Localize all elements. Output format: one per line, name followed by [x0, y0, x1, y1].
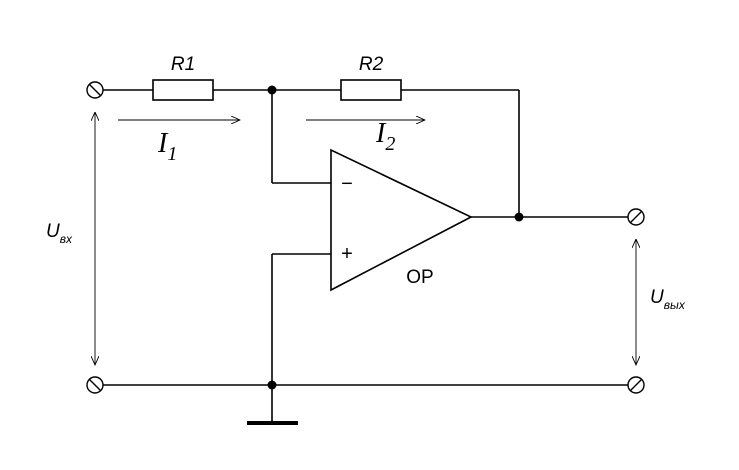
opamp-inverting-sign: − — [341, 173, 353, 195]
output-terminal-bottom — [627, 376, 645, 394]
input-voltage-label: Uвх — [46, 221, 73, 246]
output-terminal-top — [627, 208, 645, 226]
opamp-noninverting-sign: + — [341, 243, 353, 265]
resistor-r2 — [340, 79, 402, 101]
output-voltage-label: Uвых — [650, 287, 686, 312]
current-i1-label: I1 — [157, 128, 177, 165]
input-terminal-top — [86, 81, 104, 99]
opamp-triangle — [330, 148, 473, 292]
resistor-r2-label: R2 — [359, 54, 384, 75]
wiring — [103, 89, 628, 423]
junction-node-ground — [267, 380, 277, 390]
current-i2-label: I2 — [375, 118, 395, 155]
resistor-r1 — [152, 79, 214, 101]
resistor-r1-label: R1 — [171, 54, 195, 75]
opamp-label: OP — [406, 267, 433, 288]
junction-node-output — [514, 212, 524, 222]
junction-node-top — [267, 85, 277, 95]
input-terminal-bottom — [86, 376, 104, 394]
